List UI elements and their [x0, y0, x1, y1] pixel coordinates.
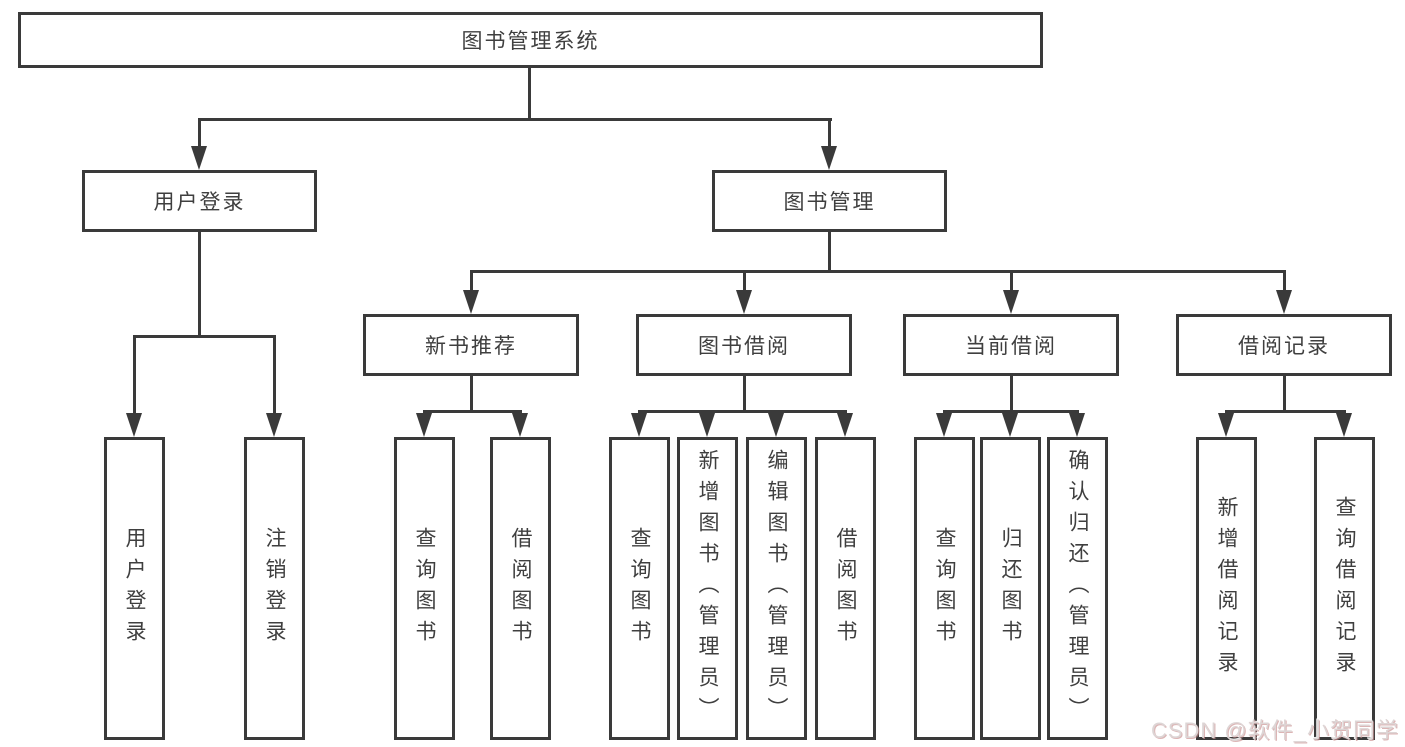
leaf-label: 归还图书 — [999, 526, 1022, 651]
leaf-return-books: 归还图书 — [980, 437, 1041, 740]
arrow-down-icon — [1276, 290, 1292, 314]
connector-line — [1283, 375, 1286, 413]
leaf-add-borrow-record: 新增借阅记录 — [1196, 437, 1257, 740]
leaf-label: 注销登录 — [263, 526, 286, 651]
leaf-label: 用户登录 — [123, 526, 146, 651]
connector-line — [743, 375, 746, 413]
leaf-label: 查询图书 — [933, 526, 956, 651]
leaf-confirm-return-admin: 确认归还（管理员） — [1047, 437, 1108, 740]
connector-line — [273, 335, 276, 415]
arrow-down-icon — [837, 413, 853, 437]
arrow-down-icon — [1218, 413, 1234, 437]
connector-line — [198, 118, 201, 148]
connector-line — [828, 118, 831, 148]
leaf-label: 借阅图书 — [509, 526, 532, 651]
arrow-down-icon — [1003, 290, 1019, 314]
leaf-logout: 注销登录 — [244, 437, 305, 740]
leaf-query-books-borrowing: 查询图书 — [609, 437, 670, 740]
node-label: 当前借阅 — [965, 335, 1057, 358]
arrow-down-icon — [768, 413, 784, 437]
arrow-down-icon — [1069, 413, 1085, 437]
node-book-management: 图书管理 — [712, 170, 947, 232]
leaf-edit-book-admin: 编辑图书（管理员） — [746, 437, 807, 740]
leaf-label: 确认归还（管理员） — [1066, 449, 1089, 728]
connector-line — [198, 118, 832, 121]
arrow-down-icon — [631, 413, 647, 437]
node-library-management-system: 图书管理系统 — [18, 12, 1043, 68]
node-current-borrowing: 当前借阅 — [903, 314, 1119, 376]
connector-line — [1283, 270, 1286, 292]
arrow-down-icon — [266, 413, 282, 437]
node-user-login: 用户登录 — [82, 170, 317, 232]
arrow-down-icon — [126, 413, 142, 437]
arrow-down-icon — [821, 146, 837, 170]
leaf-label: 查询图书 — [628, 526, 651, 651]
leaf-label: 查询图书 — [413, 526, 436, 651]
leaf-query-books-recommend: 查询图书 — [394, 437, 455, 740]
node-label: 用户登录 — [153, 191, 246, 214]
leaf-label: 编辑图书（管理员） — [765, 449, 788, 728]
connector-line — [828, 231, 831, 272]
connector-line — [943, 410, 1079, 413]
connector-line — [198, 231, 201, 336]
leaf-borrow-books-borrowing: 借阅图书 — [815, 437, 876, 740]
connector-line — [423, 410, 522, 413]
node-label: 图书借阅 — [698, 335, 790, 358]
leaf-user-login: 用户登录 — [104, 437, 165, 740]
leaf-label: 新增借阅记录 — [1215, 495, 1238, 682]
leaf-label: 查询借阅记录 — [1333, 495, 1356, 682]
connector-line — [1010, 375, 1013, 413]
arrow-down-icon — [699, 413, 715, 437]
node-label: 新书推荐 — [425, 335, 517, 358]
leaf-query-books-current: 查询图书 — [914, 437, 975, 740]
connector-line — [133, 335, 136, 415]
node-borrowing-records: 借阅记录 — [1176, 314, 1392, 376]
connector-line — [470, 375, 473, 413]
connector-line — [638, 410, 847, 413]
arrow-down-icon — [191, 146, 207, 170]
node-new-book-recommendation: 新书推荐 — [363, 314, 579, 376]
connector-line — [743, 270, 746, 292]
arrow-down-icon — [1002, 413, 1018, 437]
connector-line — [470, 270, 1286, 273]
arrow-down-icon — [416, 413, 432, 437]
csdn-watermark: CSDN @软件_小贺同学 — [1150, 718, 1399, 743]
node-label: 借阅记录 — [1238, 335, 1330, 358]
connector-line — [1010, 270, 1013, 292]
connector-line — [470, 270, 473, 292]
node-label: 图书管理系统 — [461, 30, 600, 53]
arrow-down-icon — [936, 413, 952, 437]
leaf-query-borrow-record: 查询借阅记录 — [1314, 437, 1375, 740]
arrow-down-icon — [463, 290, 479, 314]
arrow-down-icon — [736, 290, 752, 314]
arrow-down-icon — [1336, 413, 1352, 437]
leaf-add-book-admin: 新增图书（管理员） — [677, 437, 738, 740]
connector-line — [133, 335, 276, 338]
leaf-borrow-books-recommend: 借阅图书 — [490, 437, 551, 740]
leaf-label: 新增图书（管理员） — [696, 449, 719, 728]
leaf-label: 借阅图书 — [834, 526, 857, 651]
connector-line — [1225, 410, 1346, 413]
node-book-borrowing: 图书借阅 — [636, 314, 852, 376]
connector-line — [528, 67, 531, 118]
node-label: 图书管理 — [783, 191, 876, 214]
arrow-down-icon — [512, 413, 528, 437]
